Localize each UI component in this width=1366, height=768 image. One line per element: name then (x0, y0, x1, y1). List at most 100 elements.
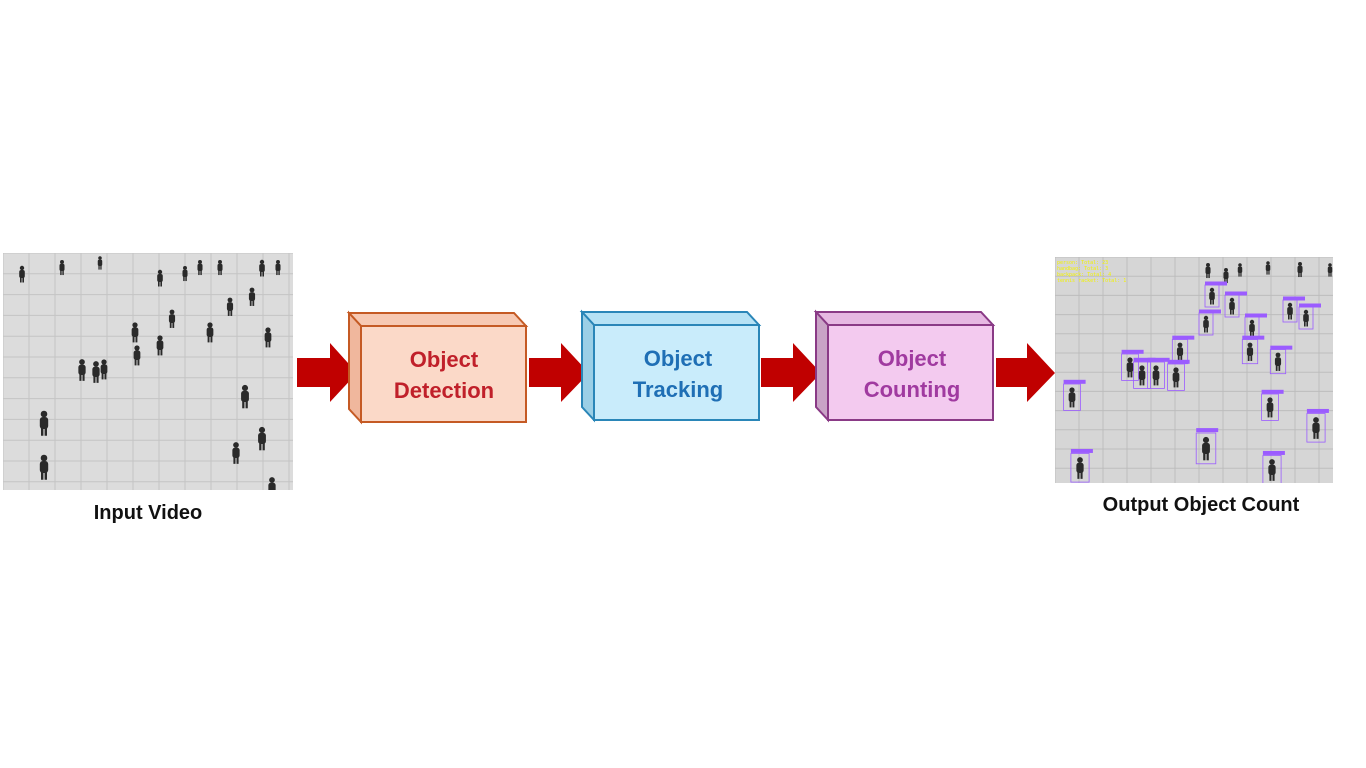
detection-label-tag (1196, 428, 1219, 433)
person-figure (1202, 436, 1210, 461)
person-figure (226, 297, 234, 316)
detection-box-front (360, 325, 527, 423)
detection-bounding-box (1262, 455, 1282, 483)
detection-label-tag (1172, 335, 1195, 340)
counting-label-line2: Counting (864, 377, 961, 402)
detection-bounding-box (1195, 432, 1217, 465)
detection-label-line2: Detection (394, 378, 494, 403)
stage-object-counting: Object Counting (813, 309, 996, 423)
detection-label-tag (1070, 448, 1093, 453)
person-figure (59, 260, 65, 276)
person-figure (248, 287, 256, 306)
detection-label-tag (1242, 335, 1265, 340)
detection-label-tag (1299, 303, 1321, 308)
detection-box-top (346, 312, 529, 327)
tracking-label-line2: Tracking (633, 377, 723, 402)
person-figure (1176, 342, 1184, 361)
detection-label-line1: Object (410, 347, 479, 372)
detection-bounding-box (1070, 453, 1090, 483)
person-figure (1265, 261, 1271, 275)
arrow-tracking-to-counting (761, 343, 821, 402)
counter-line: tennis racket: Total: 1 (1057, 278, 1126, 284)
person-figure (39, 410, 49, 436)
detection-label-tag (1283, 296, 1305, 301)
detection-bounding-box (1063, 383, 1081, 411)
person-figure (1138, 365, 1146, 386)
detection-label-tag (1167, 359, 1190, 364)
counter-line: backpack: Total: 4 (1057, 272, 1111, 278)
person-figure (206, 322, 214, 343)
person-figure (131, 322, 139, 343)
person-figure (1327, 263, 1333, 277)
tracking-label-line1: Object (644, 346, 713, 371)
person-figure (1203, 315, 1209, 333)
person-figure (133, 345, 141, 366)
person-figure (78, 359, 86, 381)
person-figure (39, 454, 49, 480)
person-figure (1249, 319, 1255, 337)
person-figure (100, 359, 108, 380)
person-figure (1297, 262, 1303, 278)
person-figure (1205, 263, 1211, 279)
person-figure (268, 477, 276, 490)
person-figure (1287, 302, 1293, 320)
person-figure (1266, 397, 1274, 418)
person-figure (1126, 357, 1134, 378)
person-figure (182, 266, 188, 282)
person-figure (197, 260, 203, 276)
counter-line: person: Total: 23 (1057, 260, 1108, 266)
counting-label-line1: Object (878, 346, 947, 371)
tracking-box-side (581, 309, 595, 423)
detection-label-tag (1147, 357, 1170, 362)
detection-bounding-box (1133, 361, 1151, 389)
stage-object-detection: Object Detection (346, 310, 529, 425)
arrow-counting-to-output (996, 343, 1055, 402)
detection-box-side (348, 310, 362, 425)
person-figure (1312, 417, 1320, 439)
person-figure (156, 335, 164, 356)
person-figure (1223, 268, 1229, 284)
output-object-count-caption: Output Object Count (1103, 494, 1300, 516)
person-figure (232, 442, 240, 464)
counting-box-top (813, 311, 996, 326)
input-video-frame (3, 253, 293, 490)
tracking-box-top (579, 311, 762, 326)
detection-bounding-box (1167, 363, 1185, 391)
counter-line: handbag: Total: 3 (1057, 266, 1108, 272)
input-video-caption: Input Video (94, 502, 203, 524)
tracking-box-front (593, 324, 760, 421)
flow-arrows (297, 343, 1055, 402)
arrow-detection-to-tracking (529, 343, 589, 402)
person-figure (1229, 297, 1235, 315)
detection-label-tag (1063, 379, 1086, 384)
person-figure (217, 260, 223, 276)
person-figure (19, 265, 25, 283)
person-figure (1268, 459, 1276, 481)
detection-label-tag (1205, 281, 1227, 286)
detection-bounding-box (1261, 393, 1279, 421)
detection-label-tag (1225, 291, 1247, 296)
person-figure (258, 426, 266, 451)
output-video-frame: person: Total: 23 handbag: Total: 3 back… (1055, 257, 1333, 483)
person-figure (1172, 367, 1180, 388)
person-figure (259, 259, 265, 277)
object-counter-overlay: person: Total: 23 handbag: Total: 3 back… (1057, 260, 1126, 284)
detection-label-tag (1306, 408, 1329, 413)
person-figure (1237, 263, 1243, 277)
detection-label-tag (1245, 313, 1267, 318)
person-figure (97, 256, 103, 270)
detection-label-tag (1133, 357, 1156, 362)
detection-label-tag (1121, 349, 1144, 354)
person-figure (1152, 365, 1160, 386)
detection-bounding-box (1306, 413, 1326, 443)
detection-label-tag (1262, 450, 1285, 455)
person-figure (1303, 309, 1309, 327)
detection-label-tag (1261, 389, 1284, 394)
person-figure (264, 327, 272, 348)
person-figure (1068, 387, 1076, 408)
detection-bounding-box (1121, 353, 1139, 381)
arrow-input-to-detection (297, 343, 357, 402)
counting-box-side (815, 309, 829, 423)
person-figure (168, 309, 176, 328)
detection-label-tag (1270, 345, 1293, 350)
